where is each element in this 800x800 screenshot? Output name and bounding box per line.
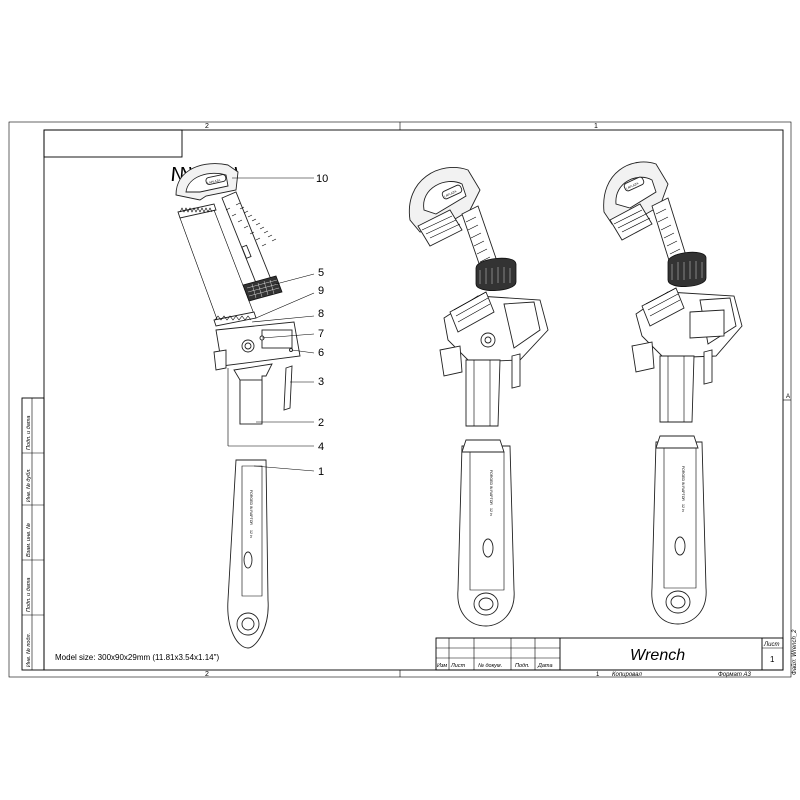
svg-text:LAPLAZA: LAPLAZA [207,178,221,185]
svg-text:LAPLAZA: LAPLAZA [625,181,639,190]
part-2-shank [233,363,273,425]
callout-7: 7 [318,328,324,340]
callout-1: 1 [318,466,324,478]
logo-badge: LAPLAZA [205,174,227,185]
callout-2: 2 [318,417,324,429]
rev-col-4: Дата [537,663,553,669]
part-10-hook-jaw: LAPLAZA [175,163,277,289]
rev-col-3: Подп. [515,663,530,669]
callout-numbers: 10 5 9 8 7 6 3 2 4 1 [316,173,328,478]
part-1-handle: FORGED IN RAPTOR 12 in [227,459,269,649]
zone-label-bottom-left: 2 [205,671,209,678]
mirrored-title-box [43,129,183,158]
callout-5: 5 [318,267,324,279]
callout-9: 9 [318,285,324,297]
copied-label: Копировал [612,672,642,678]
model-size-note: Model size: 300x90x29mm (11.81x3.54x1.14… [55,653,219,662]
svg-text:LAPLAZA: LAPLAZA [443,189,457,198]
callout-leaders [232,177,315,472]
svg-text:12 in: 12 in [681,504,685,512]
callout-10: 10 [316,173,328,185]
side-stamp-label-1: Инв. № дубл. [26,468,32,502]
isometric-exploded-view-a: LAPLAZA FORGED IN RAPTOR 12 in [408,167,549,627]
file-label: Файл: Wrench_2 [791,629,798,675]
copy-number: 1 [596,672,600,678]
callout-3: 3 [318,376,324,388]
handle-size: 12 in [249,530,253,538]
callout-8: 8 [318,308,324,320]
sheet-number: 1 [770,655,775,664]
side-stamp-label-4: Инв. № подл. [26,633,32,667]
side-stamp-label-3: Подп. и дата [26,578,32,612]
svg-text:FORGED IN RAPTOR: FORGED IN RAPTOR [681,466,685,501]
svg-text:12 in: 12 in [489,508,493,516]
part-3-spring [283,365,293,411]
side-stamp-label-2: Взам. инв. № [26,523,32,557]
callout-6: 6 [318,347,324,359]
callout-4: 4 [318,441,324,453]
title-block-name: Wrench [630,647,685,664]
format-label: Формат A3 [718,672,751,678]
zone-label-side: A [786,394,790,400]
zone-markers: 2 1 2 A [205,122,791,678]
zone-label-top-right: 1 [594,123,598,130]
rev-col-1: Лист [450,663,466,669]
part-5-knurled-nut [242,275,283,302]
handle-engraving: FORGED IN RAPTOR [249,490,253,525]
rev-col-0: Изм [437,663,447,669]
exploded-view: LAPLAZA [175,163,328,649]
isometric-exploded-view-b: LAPLAZA FORGED IN RAPTOR 12 in [603,161,743,625]
rev-col-2: № докум. [478,663,502,669]
zone-label-top-left: 2 [205,123,209,130]
sheet-label: Лист [763,642,779,648]
title-block: Изм Лист № докум. Подп. Дата Wrench Лист… [435,637,784,671]
side-stamp: Подп. и дата Инв. № дубл. Взам. инв. № П… [21,397,45,671]
svg-text:FORGED IN RAPTOR: FORGED IN RAPTOR [489,470,493,505]
part-8-housing [213,321,301,371]
side-stamp-label-0: Подп. и дата [26,416,32,450]
